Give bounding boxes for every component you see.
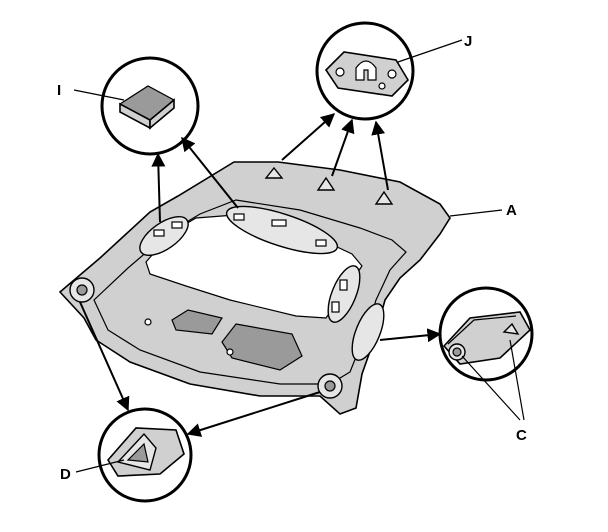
label-leaders (73, 39, 525, 473)
detail-circle-I (100, 56, 200, 156)
headliner-panel (58, 161, 451, 415)
label-A: A (506, 202, 517, 219)
label-J: J (464, 33, 472, 50)
clip-rear-bottom (317, 373, 343, 399)
detail-circle-J (315, 21, 415, 121)
foam-pad-detail (118, 85, 176, 130)
rear-recess (221, 323, 303, 371)
side-clip-area (351, 303, 385, 361)
dome-light-recess (171, 309, 223, 335)
grab-handle-area-front (225, 205, 339, 255)
arrows (79, 113, 442, 437)
clip-symbols (153, 213, 348, 313)
clip-c-right (502, 322, 520, 335)
detail-circle-D (97, 407, 193, 503)
bracket-detail (324, 51, 410, 97)
detail-circle-C (438, 286, 534, 382)
top-clips (264, 166, 394, 205)
label-I: I (57, 82, 61, 99)
clip-left-front (69, 277, 95, 303)
label-D: D (60, 466, 71, 483)
label-C: C (516, 427, 527, 444)
clip-c-left (448, 343, 466, 361)
